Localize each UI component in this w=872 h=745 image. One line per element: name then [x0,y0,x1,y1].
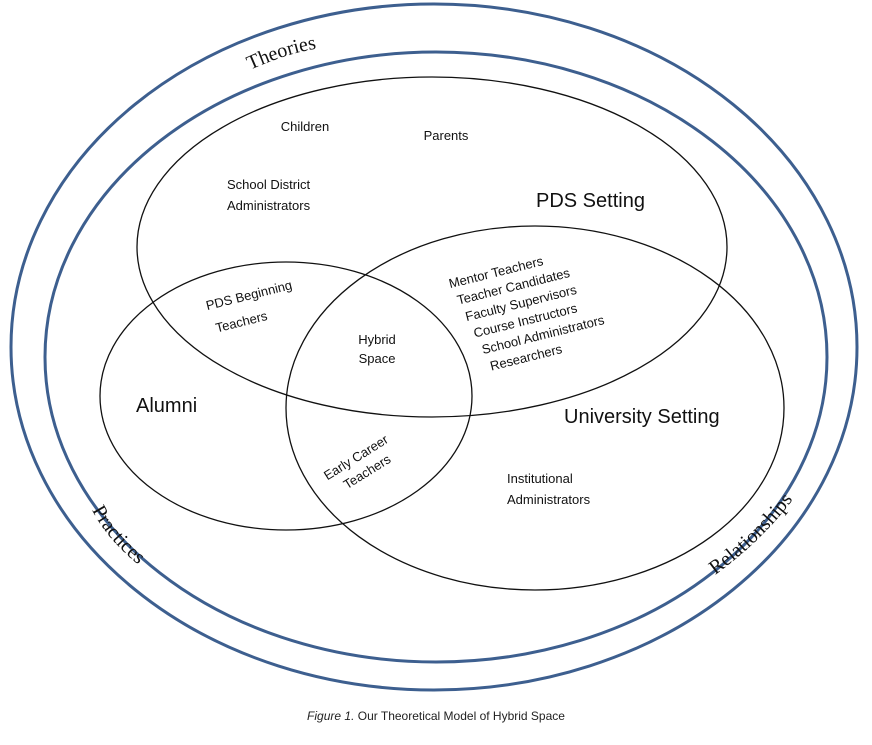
label-university-setting: University Setting [564,406,720,428]
figure-caption-text: Our Theoretical Model of Hybrid Space [354,709,565,723]
label-institutional-line1: Institutional [507,471,573,486]
ring-label-practices: Practices [88,502,150,569]
label-pds-setting: PDS Setting [536,190,645,212]
label-institutional-line2: Administrators [507,492,591,507]
figure-caption: Figure 1. Our Theoretical Model of Hybri… [0,709,872,723]
label-pds-beginning-line2: Teachers [214,308,269,335]
outer-ring-outer [9,2,859,692]
alumni-ellipse [99,261,473,531]
figure-caption-label: Figure 1. [307,709,355,723]
label-district-line1: School District [227,177,310,192]
ring-label-relationships: Relationships [705,489,797,579]
label-alumni: Alumni [136,395,197,417]
label-hybrid-line1: Hybrid [358,332,396,347]
university-setting-ellipse [285,225,785,591]
label-children: Children [281,119,329,134]
label-hybrid-line2: Space [359,351,396,366]
label-early-career: Early Career Teachers [321,431,394,492]
label-pds-beginning: PDS Beginning Teachers [204,277,293,335]
label-district-line2: Administrators [227,198,311,213]
outer-ring-inner [43,50,829,664]
label-parents: Parents [424,128,469,143]
pds-setting-ellipse [136,76,728,418]
label-pds-beginning-line1: PDS Beginning [204,277,293,313]
roles-list: Mentor Teachers Teacher Candidates Facul… [447,253,606,374]
